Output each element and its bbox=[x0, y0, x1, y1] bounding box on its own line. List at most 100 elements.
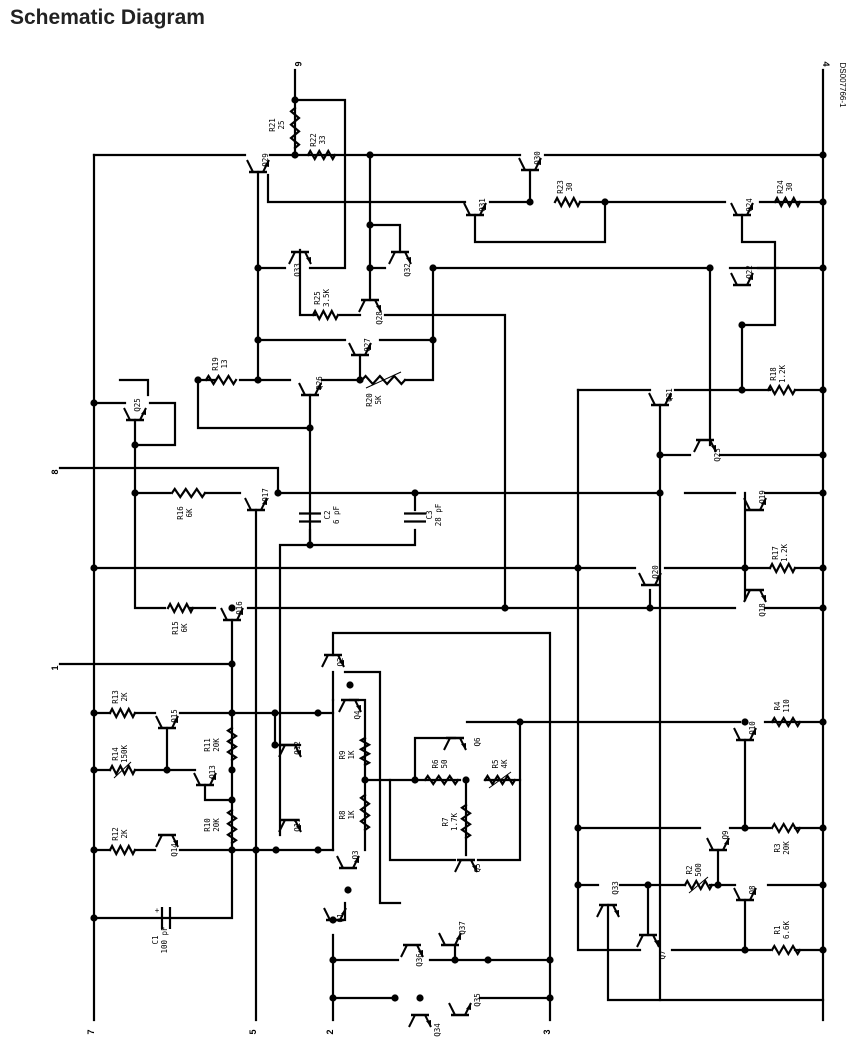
emitter-arrow bbox=[366, 343, 371, 350]
junction-dot bbox=[291, 151, 299, 159]
transistor-ref: Q30 bbox=[533, 151, 542, 165]
transistor-ref: Q24 bbox=[745, 198, 754, 212]
transistor-q4 bbox=[338, 698, 362, 713]
resistor-value: 110 bbox=[782, 699, 791, 713]
resistor-value: 2K bbox=[120, 829, 129, 839]
wire bbox=[740, 213, 777, 392]
wire bbox=[343, 670, 402, 905]
transistor-q28 bbox=[358, 298, 382, 313]
resistor-r10 bbox=[226, 808, 238, 845]
emitter-arrow bbox=[418, 950, 423, 957]
junction-dot bbox=[90, 709, 98, 717]
junction-dot bbox=[574, 824, 582, 832]
resistor-zigzag bbox=[770, 821, 802, 835]
emitter-arrow bbox=[536, 158, 541, 165]
resistor-ref: R13 bbox=[111, 690, 120, 704]
resistor-ref: R5 bbox=[491, 759, 500, 768]
resistor-value: 6K bbox=[180, 623, 189, 633]
transistor-collector bbox=[321, 654, 329, 668]
resistor-r8 bbox=[359, 793, 371, 832]
resistor-r20 bbox=[360, 371, 407, 389]
pin-label-4: 4 bbox=[821, 61, 831, 66]
pin-label-5: 5 bbox=[248, 1029, 258, 1034]
resistor-value: 25 bbox=[277, 120, 286, 129]
transistor-q20 bbox=[638, 572, 662, 587]
wire bbox=[278, 528, 417, 837]
junction-dot bbox=[411, 489, 419, 497]
pin-label-1: 1 bbox=[50, 665, 60, 670]
capacitor-value: 100 pF bbox=[160, 926, 169, 954]
resistor-value: 1.2K bbox=[778, 364, 787, 383]
wire bbox=[403, 266, 435, 382]
wire bbox=[133, 443, 167, 610]
capacitor-ref: C3 bbox=[425, 510, 434, 519]
junction-dot bbox=[306, 541, 314, 549]
transistor-collector bbox=[358, 299, 366, 313]
junction-dot bbox=[274, 489, 282, 497]
transistor-collector bbox=[288, 251, 296, 265]
resistor-value: 500 bbox=[694, 863, 703, 877]
transistor-q5 bbox=[454, 858, 478, 873]
junction-dot bbox=[819, 489, 827, 497]
emitter-arrow bbox=[296, 825, 301, 832]
resistor-ref: R1 bbox=[773, 925, 782, 934]
resistor-r1 bbox=[770, 943, 802, 957]
junction-dot bbox=[546, 956, 554, 964]
transistor-q21 bbox=[648, 392, 672, 407]
transistor-collector bbox=[400, 944, 408, 958]
transistor-ref: Q1 bbox=[336, 913, 345, 922]
emitter-arrow bbox=[173, 840, 178, 847]
transistor-q6 bbox=[443, 736, 467, 751]
resistor-ref: R2 bbox=[685, 865, 694, 874]
transistor-collector bbox=[278, 819, 286, 833]
resistor-zigzag bbox=[770, 943, 802, 957]
junction-dot bbox=[346, 681, 354, 689]
resistor-value: 1K bbox=[347, 810, 356, 820]
emitter-arrow bbox=[748, 273, 753, 280]
transistor-ref: Q33 bbox=[293, 263, 302, 277]
transistor-q34 bbox=[408, 1013, 432, 1028]
transistor-q33 bbox=[596, 903, 620, 918]
resistor-r9 bbox=[358, 736, 372, 767]
wire bbox=[368, 153, 402, 254]
resistor-zigzag bbox=[358, 736, 372, 767]
transistor-q23 bbox=[693, 438, 717, 453]
emitter-arrow bbox=[356, 705, 361, 712]
junction-dot bbox=[819, 386, 827, 394]
transistor-q14 bbox=[155, 833, 179, 848]
junction-dot bbox=[741, 564, 749, 572]
resistor-value: 150K bbox=[120, 744, 129, 763]
wire bbox=[266, 173, 467, 204]
junction-dot bbox=[819, 564, 827, 572]
emitter-arrow bbox=[316, 383, 321, 390]
transistor-q35 bbox=[448, 1002, 472, 1017]
transistor-q8 bbox=[733, 887, 757, 902]
transistor-collector bbox=[733, 887, 741, 901]
transistor-collector bbox=[443, 737, 451, 751]
resistor-zigzag bbox=[306, 148, 337, 162]
resistor-ref: R19 bbox=[211, 357, 220, 371]
resistor-zigzag bbox=[766, 383, 797, 397]
resistor-r13 bbox=[108, 706, 137, 720]
resistor-ref: R15 bbox=[171, 621, 180, 635]
emitter-arrow bbox=[466, 1003, 471, 1010]
resistor-zigzag bbox=[311, 308, 340, 322]
junction-dot bbox=[601, 198, 609, 206]
transistor-collector bbox=[298, 382, 306, 396]
transistor-ref: Q10 bbox=[748, 721, 757, 735]
junction-dot bbox=[314, 846, 322, 854]
transistor-ref: Q12 bbox=[293, 741, 302, 755]
wire bbox=[606, 903, 825, 1002]
junction-dot bbox=[329, 916, 337, 924]
transistor-collector bbox=[278, 744, 286, 758]
resistor-zigzag bbox=[166, 601, 195, 615]
junction-dot bbox=[163, 766, 171, 774]
transistor-collector bbox=[323, 907, 331, 921]
junction-dot bbox=[526, 198, 534, 206]
resistor-ref: R17 bbox=[771, 546, 780, 560]
junction-dot bbox=[429, 264, 437, 272]
transistor-q26 bbox=[298, 382, 322, 397]
resistor-ref: R11 bbox=[203, 738, 212, 752]
emitter-arrow bbox=[761, 498, 766, 505]
capacitor-c2 bbox=[299, 512, 321, 523]
